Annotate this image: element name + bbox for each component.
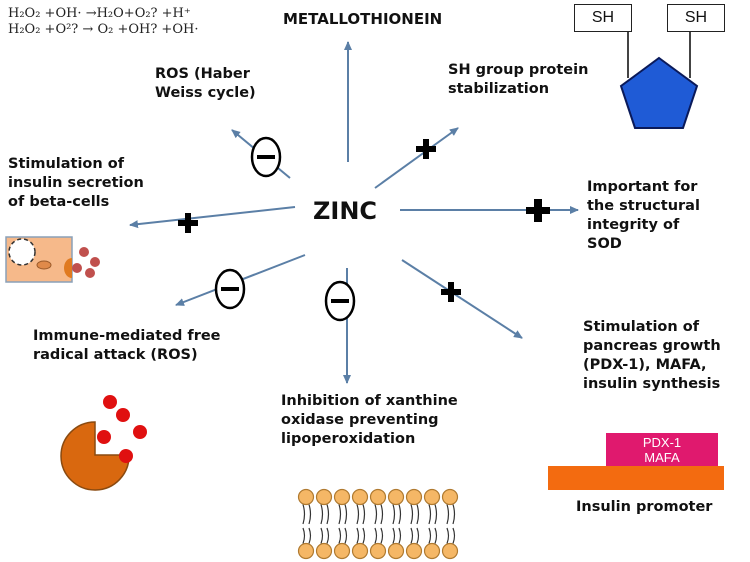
lipid-tail bbox=[326, 527, 330, 544]
lipid-head bbox=[315, 488, 333, 506]
mafa-label: MAFA bbox=[644, 450, 680, 465]
lipid-tail bbox=[356, 527, 360, 544]
lipid-tail bbox=[416, 504, 420, 525]
lipid-tail bbox=[428, 504, 432, 525]
lipid-tail bbox=[344, 527, 348, 544]
lipid-head bbox=[405, 488, 423, 506]
lipid-tail bbox=[410, 504, 414, 525]
lipid-head bbox=[423, 488, 441, 506]
pdx-label: PDX-1 bbox=[642, 435, 682, 450]
immune-pacman-illustration bbox=[60, 395, 147, 491]
arrow-sh-group bbox=[374, 127, 459, 189]
label-metallothionein: METALLOTHIONEIN bbox=[283, 10, 443, 28]
sh-box-right: SH bbox=[667, 4, 725, 32]
lipid-head bbox=[333, 488, 351, 506]
lipid-tail bbox=[392, 504, 396, 525]
lipid-tail bbox=[380, 527, 384, 544]
insulin-promoter-bar bbox=[548, 466, 724, 490]
lipid-tail bbox=[452, 527, 456, 544]
lipid-tail bbox=[374, 527, 378, 544]
lipid-tail bbox=[308, 527, 312, 544]
lipid-head bbox=[351, 488, 369, 506]
lipid-tail bbox=[434, 504, 438, 525]
lipid-tail bbox=[302, 504, 306, 525]
lipid-tail bbox=[308, 504, 312, 525]
lipid-head bbox=[297, 488, 315, 506]
lipid-tail bbox=[374, 504, 378, 525]
lipid-tail bbox=[326, 504, 330, 525]
lipid-tail bbox=[320, 527, 324, 544]
lipid-head bbox=[315, 542, 333, 560]
lipid-head bbox=[441, 488, 459, 506]
lipid-tail bbox=[338, 527, 342, 544]
pdx-mafa-box: PDX-1 MAFA bbox=[606, 433, 718, 467]
lipid-tail bbox=[398, 504, 402, 525]
lipid-tail bbox=[410, 527, 414, 544]
lipid-head bbox=[387, 488, 405, 506]
lipid-tail bbox=[452, 504, 456, 525]
lipid-tail bbox=[428, 527, 432, 544]
lipid-head bbox=[369, 488, 387, 506]
lipid-tail bbox=[398, 527, 402, 544]
label-insulin-promoter: Insulin promoter bbox=[576, 499, 713, 515]
lipid-head bbox=[351, 542, 369, 560]
lipid-tail bbox=[392, 527, 396, 544]
arrow-insulin-secretion bbox=[129, 206, 296, 229]
lipid-tail bbox=[446, 527, 450, 544]
lipid-tail bbox=[344, 504, 348, 525]
lipid-head bbox=[387, 542, 405, 560]
minus-sign-ros bbox=[250, 136, 282, 178]
plus-sign-insulin-secretion bbox=[178, 213, 198, 233]
protein-pentagon bbox=[619, 56, 699, 129]
lipid-tail bbox=[446, 504, 450, 525]
sh-box-left: SH bbox=[574, 4, 632, 32]
plus-sign-sod bbox=[526, 199, 550, 222]
lipid-tail bbox=[434, 527, 438, 544]
beta-cell-illustration bbox=[5, 236, 100, 283]
lipid-tail bbox=[416, 527, 420, 544]
lipid-head bbox=[369, 542, 387, 560]
lipid-tail bbox=[320, 504, 324, 525]
plus-sign-sh bbox=[416, 139, 436, 159]
plus-sign-pancreas bbox=[441, 282, 461, 302]
arrow-pancreas bbox=[401, 259, 523, 339]
reaction-equation-1: H₂O₂ +OH· →H₂O+O₂? +H⁺ bbox=[8, 6, 191, 21]
lipid-tail bbox=[302, 527, 306, 544]
sh-protein-illustration bbox=[619, 30, 699, 129]
lipid-tail bbox=[380, 504, 384, 525]
reaction-equation-2: H₂O₂ +O²? → O₂ +OH? +OH· bbox=[8, 22, 199, 37]
lipid-tail bbox=[356, 504, 360, 525]
lipid-head bbox=[333, 542, 351, 560]
lipid-tail bbox=[338, 504, 342, 525]
lipid-head bbox=[405, 542, 423, 560]
zinc-center-label: ZINC bbox=[313, 197, 378, 225]
lipid-tail bbox=[362, 504, 366, 525]
lipid-head bbox=[423, 542, 441, 560]
pacman-shape bbox=[60, 421, 130, 491]
minus-sign-immune bbox=[214, 268, 246, 310]
minus-sign-xanthine bbox=[324, 280, 356, 322]
lipid-bilayer-illustration bbox=[297, 488, 459, 560]
lipid-head bbox=[297, 542, 315, 560]
lipid-head bbox=[441, 542, 459, 560]
lipid-tail bbox=[362, 527, 366, 544]
